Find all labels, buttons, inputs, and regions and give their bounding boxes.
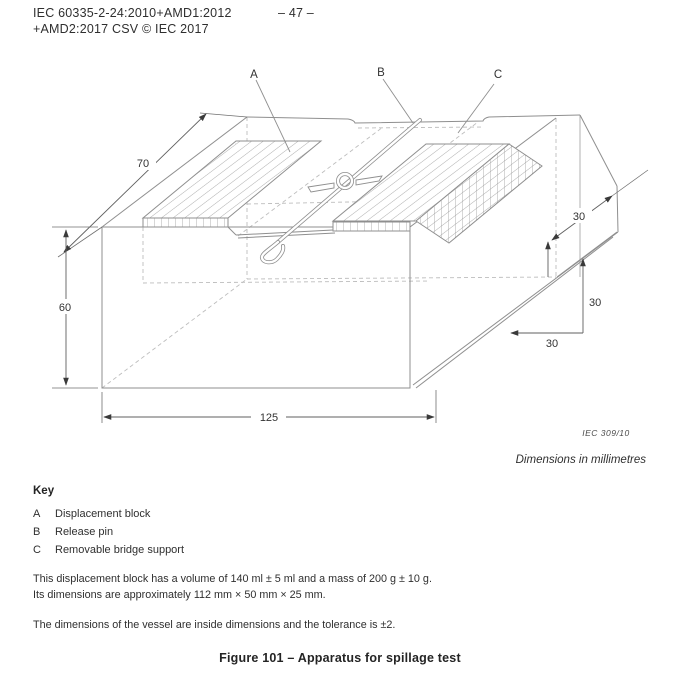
note-line: Its dimensions are approximately 112 mm …	[33, 589, 326, 601]
figure-caption: Figure 101 – Apparatus for spillage test	[219, 651, 461, 665]
dim-125-label: 125	[260, 412, 278, 424]
page-number: – 47 –	[278, 6, 314, 20]
release-pin	[259, 118, 422, 265]
dim-30-height-label: 30	[589, 297, 601, 309]
key-label: Displacement block	[55, 508, 151, 520]
label-a: A	[250, 69, 258, 81]
dimension-spout: 30 30 30	[510, 169, 649, 350]
channel-edges	[227, 226, 336, 239]
note-block-specs: This displacement block has a volume of …	[33, 571, 593, 603]
crosshatch-face	[415, 143, 543, 244]
comb-strip-right	[332, 221, 411, 232]
units-note: Dimensions in millimetres	[515, 454, 646, 466]
key-letter: B	[33, 526, 41, 538]
key-title: Key	[33, 485, 55, 497]
comb-strip-left	[142, 217, 229, 228]
label-c: C	[494, 69, 502, 81]
document-id-line2: +AMD2:2017 CSV © IEC 2017	[33, 22, 209, 36]
dimension-height: 60	[52, 226, 98, 389]
key-letter: A	[33, 508, 41, 520]
dimension-width: 125	[101, 390, 437, 425]
vessel-outline	[101, 114, 619, 389]
key-item-a: A Displacement block	[33, 508, 150, 520]
figure-credit: IEC 309/10	[582, 428, 630, 438]
bridge-support-block	[331, 143, 543, 244]
document-id-line1: IEC 60335-2-24:2010+AMD1:2012	[33, 6, 232, 20]
dimension-depth: 70	[57, 112, 248, 258]
key-item-b: B Release pin	[33, 526, 113, 538]
dim-70-label: 70	[137, 158, 149, 170]
key-item-c: C Removable bridge support	[33, 544, 184, 556]
key-letter: C	[33, 544, 41, 556]
part-labels: A B C	[250, 67, 502, 153]
key-label: Removable bridge support	[55, 544, 185, 556]
dim-30-mouth-label: 30	[573, 211, 585, 223]
key-label: Release pin	[55, 526, 114, 538]
dim-60-label: 60	[59, 302, 71, 314]
dim-30-length-label: 30	[546, 338, 558, 350]
displacement-block-plate	[141, 140, 323, 228]
note-tolerance: The dimensions of the vessel are inside …	[33, 619, 396, 631]
eyelet-wing-left	[307, 182, 335, 193]
eyelet-wing-right	[355, 175, 383, 186]
label-b: B	[377, 67, 385, 79]
spillage-apparatus-drawing: 70 60 125 30 30 30	[52, 67, 649, 438]
note-line: This displacement block has a volume of …	[33, 573, 432, 585]
